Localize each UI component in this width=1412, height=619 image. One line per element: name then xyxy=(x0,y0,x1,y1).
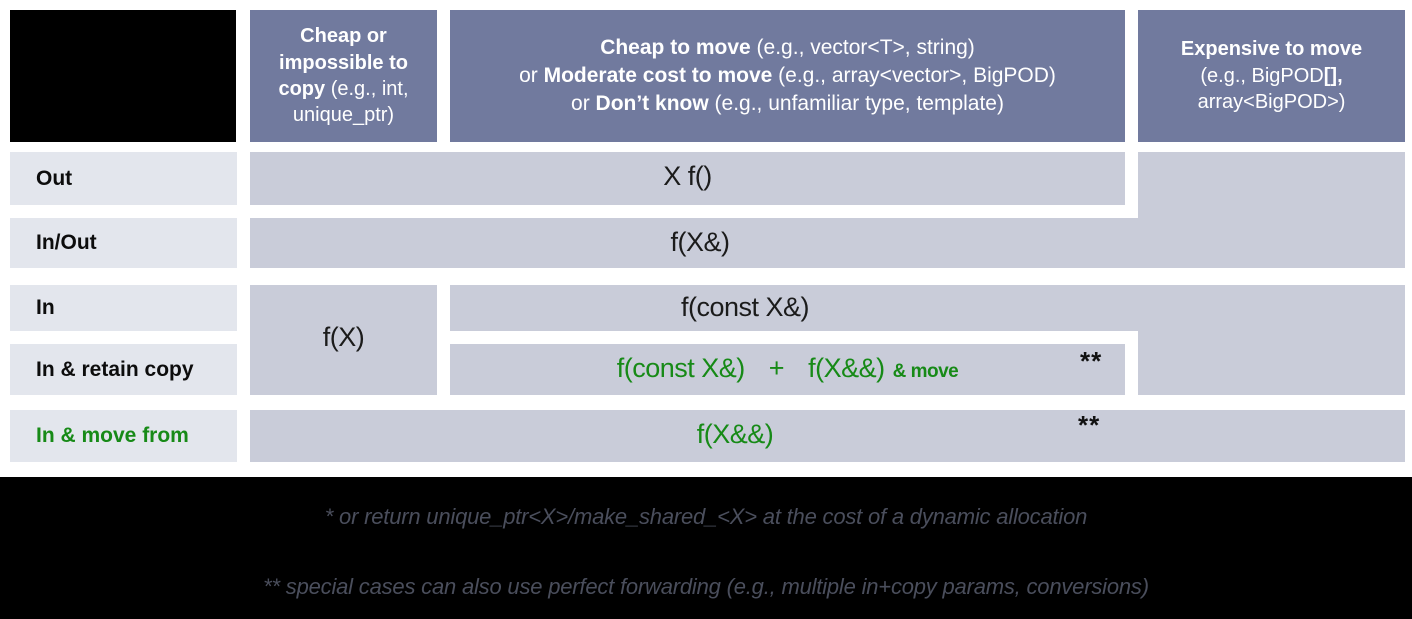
header-bold-text: Cheap or impossible to copy xyxy=(278,25,408,100)
row-label-in-retain-copy: In & retain copy xyxy=(10,344,237,395)
double-asterisk-marker: ** xyxy=(1078,410,1101,440)
header-pre-text: or xyxy=(519,64,544,88)
header-line-2: or Moderate cost to move (e.g., array<ve… xyxy=(519,62,1056,90)
header-line-3: array<BigPOD>) xyxy=(1197,91,1346,114)
header-rest-text: (e.g., array<vector>, BigPOD) xyxy=(772,64,1056,88)
header-line-3: or Don’t know (e.g., unfamiliar type, te… xyxy=(571,90,1004,118)
footnote-perfect-forwarding: ** special cases can also use perfect fo… xyxy=(263,574,1149,599)
header-bold-text: [], xyxy=(1323,64,1343,87)
row-label-in: In xyxy=(10,285,237,331)
row-label-in-out: In/Out xyxy=(10,218,237,268)
retain-rvalue-part: f(X&&) xyxy=(808,353,885,383)
header-pre-text: or xyxy=(571,91,596,115)
cell-out-bg xyxy=(250,152,1125,205)
header-rest-text: (e.g., vector<T>, string) xyxy=(750,36,975,60)
cell-move-from-signature: f(X&&) xyxy=(696,419,774,449)
retain-constref-part: f(const X&) xyxy=(616,353,746,383)
col-header-text: Cheap or impossible to copy (e.g., int, … xyxy=(254,23,433,129)
cell-retain-copy-signature: f(const X&) + f(X&&) & move xyxy=(450,353,1125,384)
cell-out-signature: X f() xyxy=(663,161,712,191)
footnote-footer xyxy=(0,477,1412,619)
col-header-cheap-or-impossible-to-copy: Cheap or impossible to copy (e.g., int, … xyxy=(250,10,437,142)
double-asterisk-marker: ** xyxy=(1080,346,1103,376)
row-label-in-move-from: In & move from xyxy=(10,410,237,462)
cell-move-from-bg xyxy=(250,410,1405,462)
header-rest-text: (e.g., unfamiliar type, template) xyxy=(708,91,1004,115)
plus-sign: + xyxy=(768,353,785,383)
cell-inout-bg xyxy=(250,218,1405,268)
cell-in-byvalue-signature: f(X) xyxy=(322,322,365,352)
corner-block xyxy=(10,10,236,142)
cell-retain-copy-bg xyxy=(450,344,1125,395)
cell-in-col3-bg xyxy=(1138,285,1405,395)
cell-inout-signature: f(X&) xyxy=(670,227,730,257)
cell-in-byvalue-bg xyxy=(250,285,437,395)
header-rest-text: (e.g., BigPOD xyxy=(1200,64,1324,87)
and-move-suffix: & move xyxy=(892,361,959,382)
header-line-2: (e.g., BigPOD[], xyxy=(1200,63,1342,89)
row-label-out: Out xyxy=(10,152,237,205)
header-bold-text: Cheap to move xyxy=(600,36,751,60)
header-bold-text: Don’t know xyxy=(595,91,709,115)
header-line-1: Cheap to move (e.g., vector<T>, string) xyxy=(600,34,975,62)
col-header-expensive-to-move: Expensive to move (e.g., BigPOD[], array… xyxy=(1138,10,1405,142)
header-bold-text: Moderate cost to move xyxy=(543,64,773,88)
footnote-dynamic-allocation: * or return unique_ptr<X>/make_shared_<X… xyxy=(324,504,1088,529)
col-header-cheap-or-moderate-move: Cheap to move (e.g., vector<T>, string) … xyxy=(450,10,1125,142)
cell-in-constref-signature: f(const X&) xyxy=(680,292,810,322)
header-rest-text: (e.g., int, unique_ptr) xyxy=(292,78,409,127)
header-line-1: Expensive to move xyxy=(1180,38,1363,61)
